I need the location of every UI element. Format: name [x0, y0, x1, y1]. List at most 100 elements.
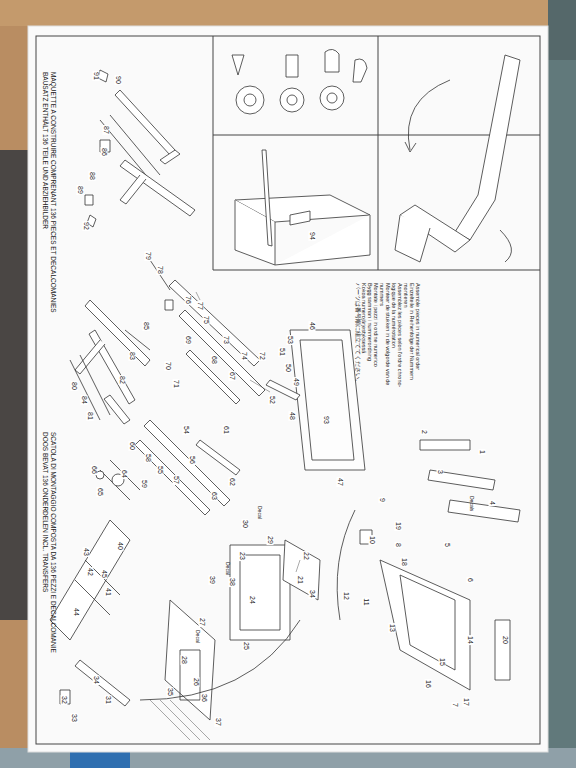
part-outline — [75, 660, 130, 706]
callout-number: 66 — [91, 465, 98, 475]
part-drawings — [50, 49, 520, 720]
instruction-text: BAUSATZ ENTHÄLT 136 TEILE UND ABZIEHBILD… — [42, 72, 49, 229]
callout-number: 90 — [115, 75, 122, 85]
callout-number: 84 — [81, 395, 88, 405]
callout-number: 56 — [189, 455, 196, 465]
callout-number: 15 — [439, 657, 446, 667]
callout-number: 70 — [165, 361, 172, 371]
part-outline — [50, 520, 130, 640]
instruction-text: パーツは番号順に組立ててください。 — [355, 283, 361, 385]
callout-number: 34 — [309, 589, 316, 599]
part-outline — [70, 355, 110, 420]
part-outline — [100, 460, 140, 500]
callout-number: 60 — [129, 441, 136, 451]
instruction-text: nummers — [379, 283, 385, 306]
part-outline — [160, 150, 180, 164]
part-outline — [448, 500, 520, 522]
callout-number: 30 — [242, 519, 249, 529]
callout-number: 73 — [223, 335, 230, 345]
part-outline — [240, 555, 280, 630]
callout-number: 10 — [369, 535, 376, 545]
callout-number: 44 — [73, 607, 80, 617]
callout-number: 7 — [452, 702, 459, 708]
part-outline — [280, 88, 304, 112]
callout-number: 37 — [215, 717, 222, 727]
callout-number: 9 — [379, 497, 386, 503]
part-outline — [327, 93, 337, 103]
callout-number: 6 — [467, 577, 474, 583]
callout-number: 51 — [279, 347, 286, 357]
callout-number: 64 — [121, 469, 128, 479]
callout-number: 43 — [83, 547, 90, 557]
part-outline — [232, 55, 244, 75]
instruction-text: SCATOLA DI MONTAGGIO COMPOSTA DA 136 PEZ… — [50, 432, 57, 653]
instruction-text: montieren — [403, 283, 409, 307]
callout-number: 41 — [105, 587, 112, 597]
part-outline — [98, 70, 108, 82]
callout-number: 63 — [211, 491, 218, 501]
callout-number: 26 — [193, 677, 200, 687]
part-outline — [455, 55, 520, 240]
part-outline — [428, 470, 495, 490]
callout-number: 92 — [83, 221, 90, 231]
part-outline — [196, 292, 300, 572]
callout-number: 87 — [103, 125, 110, 135]
part-outline — [380, 560, 470, 690]
instruction-text: logique de la numérotation — [391, 283, 397, 348]
callout-number: 85 — [143, 321, 150, 331]
part-outline — [70, 752, 130, 768]
part-outline — [36, 36, 540, 744]
part-outline — [120, 160, 195, 216]
part-outline — [548, 0, 576, 768]
part-outline — [140, 620, 300, 700]
callout-number: 68 — [211, 355, 218, 365]
callout-number: 18 — [401, 557, 408, 567]
instruction-text: Assemble pieces in numerical order — [415, 283, 421, 370]
callout-number: 47 — [337, 477, 344, 487]
instruction-text: Monteer de stukken in de volgorde van de — [385, 283, 391, 385]
callout-number: 52 — [269, 395, 276, 405]
part-outline — [104, 330, 150, 424]
part-outline — [300, 340, 354, 460]
callout-number: 49 — [293, 377, 300, 387]
callout-number: 3 — [437, 469, 444, 475]
part-outline — [186, 350, 240, 404]
callout-number: 53 — [287, 335, 294, 345]
callout-number: 28 — [181, 655, 188, 665]
part-outline — [150, 700, 210, 740]
part-outline — [286, 55, 298, 77]
callout-number: 61 — [223, 425, 230, 435]
part-outline — [236, 86, 264, 114]
callout-number: 24 — [249, 595, 256, 605]
instruction-text: Decals — [469, 496, 474, 511]
callout-number: 22 — [303, 551, 310, 561]
part-outline — [262, 150, 272, 246]
callout-number: 45 — [101, 569, 108, 579]
sheet — [28, 26, 548, 752]
callout-number: 46 — [309, 321, 316, 331]
part-outline — [405, 142, 416, 152]
part-outline — [28, 26, 548, 752]
part-outline — [75, 340, 105, 374]
callout-number: 5 — [444, 542, 451, 548]
callout-number: 83 — [129, 351, 136, 361]
callout-number: 48 — [289, 411, 296, 421]
instruction-text: Kokoa numerojärjestyksessä — [361, 283, 367, 353]
part-outline — [196, 440, 240, 475]
callout-number: 20 — [502, 635, 509, 645]
callout-number: 2 — [421, 429, 428, 435]
instruction-text: Decal — [195, 630, 200, 643]
part-outline — [85, 195, 93, 205]
part-outline — [169, 280, 260, 366]
callout-number: 50 — [285, 363, 292, 373]
instruction-text: MAQUETTE A CONSTRUIRE COMPRENANT 136 PIE… — [50, 72, 57, 313]
part-outline — [290, 330, 365, 470]
part-outline — [400, 575, 455, 670]
instruction-text: Assemblez les pièces selon l'ordre chron… — [397, 283, 403, 387]
leader-lines — [150, 292, 300, 740]
callout-number: 74 — [241, 351, 248, 361]
